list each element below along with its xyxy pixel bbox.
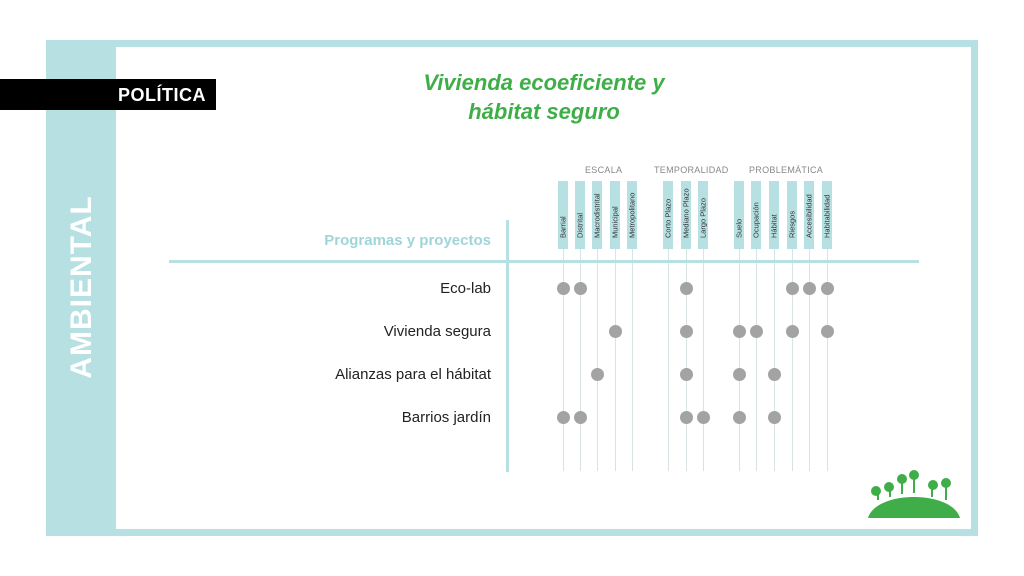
matrix-mark-dot bbox=[733, 411, 746, 424]
row-label-barrios-jardin: Barrios jardín bbox=[401, 409, 491, 426]
policy-badge: POLÍTICA bbox=[0, 79, 216, 110]
matrix-mark-dot bbox=[821, 325, 834, 338]
column-header-label: Macrodistrital bbox=[592, 193, 602, 238]
column-header-label: Habitabilidad bbox=[822, 194, 832, 238]
matrix-mark-dot bbox=[680, 325, 693, 338]
matrix-mark-dot bbox=[557, 282, 570, 295]
column-gridline-macrodistrital bbox=[597, 249, 598, 471]
column-gridline-ocupacion bbox=[756, 249, 757, 471]
column-gridline-barrial bbox=[563, 249, 564, 471]
matrix-mark-dot bbox=[768, 411, 781, 424]
row-label-eco-lab: Eco-lab bbox=[440, 280, 491, 297]
column-header-habitat: Hábitat bbox=[769, 181, 779, 249]
slide-title-line-1: Vivienda ecoeficiente y bbox=[423, 70, 665, 95]
matrix-mark-dot bbox=[680, 368, 693, 381]
matrix-mark-dot bbox=[574, 282, 587, 295]
column-header-label: Riesgos bbox=[787, 210, 797, 238]
matrix-mark-dot bbox=[680, 411, 693, 424]
column-header-macrodistrital: Macrodistrital bbox=[592, 181, 602, 249]
column-gridline-mediano-plazo bbox=[686, 249, 687, 471]
header-divider bbox=[169, 260, 919, 263]
column-header-mediano-plazo: Mediano Plazo bbox=[681, 181, 691, 249]
slide-title: Vivienda ecoeficiente y hábitat seguro bbox=[394, 68, 694, 126]
column-header-label: Barrial bbox=[558, 216, 568, 238]
column-header-distrital: Distrital bbox=[575, 181, 585, 249]
row-label-vivienda-segura: Vivienda segura bbox=[383, 323, 491, 340]
column-header-label: Municipal bbox=[610, 206, 620, 238]
column-header-largo-plazo: Largo Plazo bbox=[698, 181, 708, 249]
column-header-label: Ocupación bbox=[751, 202, 761, 238]
column-gridline-habitat bbox=[774, 249, 775, 471]
column-header-label: Hábitat bbox=[769, 214, 779, 238]
column-gridline-habitabilidad bbox=[827, 249, 828, 471]
row-label-alianzas: Alianzas para el hábitat bbox=[335, 366, 491, 383]
group-label-escala: ESCALA bbox=[585, 165, 623, 175]
column-header-accesibilidad: Accesibilidad bbox=[804, 181, 814, 249]
matrix-mark-dot bbox=[750, 325, 763, 338]
column-header-municipal: Municipal bbox=[610, 181, 620, 249]
column-header-label: Distrital bbox=[575, 212, 585, 238]
column-gridline-largo-plazo bbox=[703, 249, 704, 471]
slide-title-line-2: hábitat seguro bbox=[468, 99, 620, 124]
group-label-problematica: PROBLEMÁTICA bbox=[749, 165, 824, 175]
column-header-barrial: Barrial bbox=[558, 181, 568, 249]
column-header-label: Largo Plazo bbox=[698, 197, 708, 238]
label-column-divider bbox=[506, 220, 509, 472]
column-gridline-distrital bbox=[580, 249, 581, 471]
column-header-ocupacion: Ocupación bbox=[751, 181, 761, 249]
column-header-label: Accesibilidad bbox=[804, 194, 814, 238]
column-header-label: Metropolitano bbox=[627, 192, 637, 238]
column-header-corto-plazo: Corto Plazo bbox=[663, 181, 673, 249]
matrix-mark-dot bbox=[786, 282, 799, 295]
matrix-mark-dot bbox=[786, 325, 799, 338]
column-gridline-riesgos bbox=[792, 249, 793, 471]
column-header-metropolitano: Metropolitano bbox=[627, 181, 637, 249]
matrix-mark-dot bbox=[803, 282, 816, 295]
column-gridline-suelo bbox=[739, 249, 740, 471]
column-header-riesgos: Riesgos bbox=[787, 181, 797, 249]
column-header-habitabilidad: Habitabilidad bbox=[822, 181, 832, 249]
matrix-mark-dot bbox=[821, 282, 834, 295]
column-header-label: Corto Plazo bbox=[663, 198, 673, 238]
column-gridline-accesibilidad bbox=[809, 249, 810, 471]
matrix-mark-dot bbox=[609, 325, 622, 338]
programs-header: Programas y proyectos bbox=[324, 232, 491, 249]
matrix-mark-dot bbox=[680, 282, 693, 295]
group-label-temporalidad: TEMPORALIDAD bbox=[654, 165, 729, 175]
matrix-mark-dot bbox=[574, 411, 587, 424]
matrix-mark-dot bbox=[733, 368, 746, 381]
matrix-mark-dot bbox=[591, 368, 604, 381]
column-gridline-corto-plazo bbox=[668, 249, 669, 471]
column-header-suelo: Suelo bbox=[734, 181, 744, 249]
matrix-mark-dot bbox=[697, 411, 710, 424]
column-header-label: Mediano Plazo bbox=[681, 188, 691, 238]
column-gridline-municipal bbox=[615, 249, 616, 471]
column-gridline-metropolitano bbox=[632, 249, 633, 471]
policy-badge-label: POLÍTICA bbox=[118, 85, 206, 105]
side-category-label: AMBIENTAL bbox=[65, 195, 98, 379]
green-hill-logo-icon bbox=[868, 470, 960, 518]
matrix-mark-dot bbox=[733, 325, 746, 338]
matrix-mark-dot bbox=[768, 368, 781, 381]
column-header-label: Suelo bbox=[734, 218, 744, 238]
matrix-mark-dot bbox=[557, 411, 570, 424]
